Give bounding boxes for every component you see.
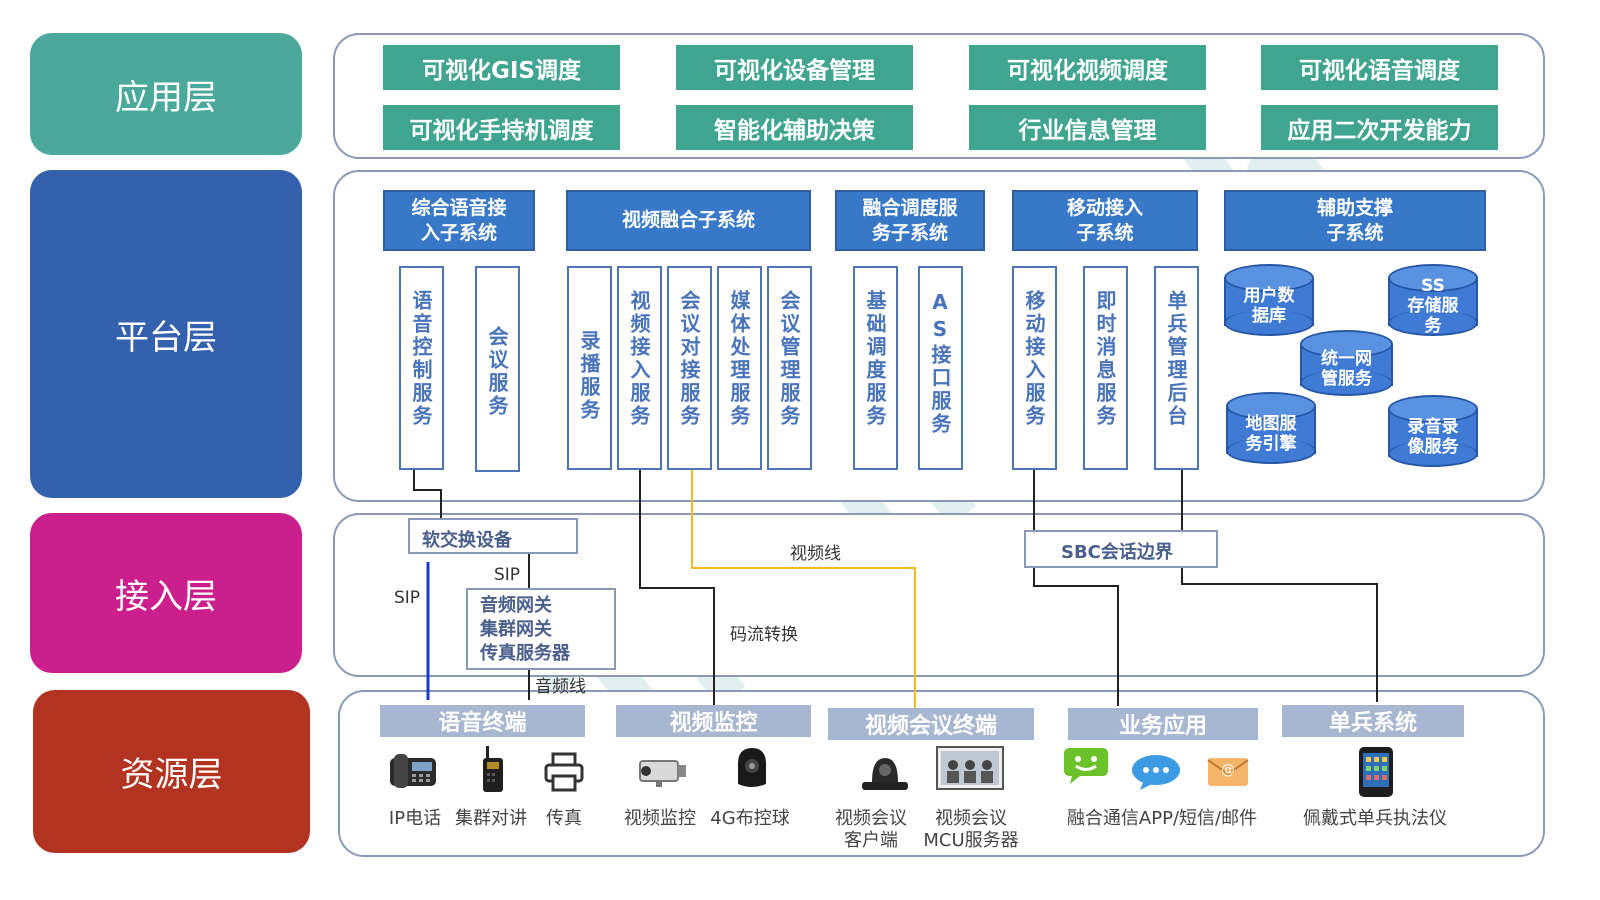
service-box: 媒体处理服务 xyxy=(717,266,762,470)
service-box: AS接口服务 xyxy=(918,266,963,470)
service-box: 会议管理服务 xyxy=(767,266,812,470)
softswitch-box: 软交换设备 xyxy=(408,518,578,554)
subsystem-video: 视频融合子系统 xyxy=(566,190,811,251)
app-module: 可视化设备管理 xyxy=(676,45,913,90)
ip-phone-icon xyxy=(390,754,436,788)
gateway-line: 音频网关 xyxy=(480,595,552,616)
video-line xyxy=(691,470,916,708)
layer-platform: 平台层 xyxy=(30,170,302,498)
sbc-to-individual-line xyxy=(1181,568,1378,702)
service-box: 视频接入服务 xyxy=(617,266,662,470)
service-box: 即时消息服务 xyxy=(1083,266,1128,470)
sip-label: SIP xyxy=(394,588,421,608)
chat-app-icon xyxy=(1064,748,1108,784)
service-box: 单兵管理后台 xyxy=(1154,266,1199,470)
svg-text:@: @ xyxy=(1221,762,1235,778)
stream-conversion-line xyxy=(639,470,715,706)
database-cylinder: SS 存储服 务 xyxy=(1388,264,1478,336)
device-label: 融合通信APP/短信/邮件 xyxy=(1066,808,1258,829)
gateway-line: 传真服务器 xyxy=(480,643,570,664)
resource-category: 单兵系统 xyxy=(1282,705,1464,737)
voice-to-softswitch-line xyxy=(413,470,442,518)
layer-app: 应用层 xyxy=(30,33,302,155)
resource-category: 语音终端 xyxy=(380,705,585,737)
app-module: 可视化GIS调度 xyxy=(383,45,620,90)
mcu-screen-icon xyxy=(936,746,1004,790)
database-cylinder: 录音录 像服务 xyxy=(1388,395,1478,467)
device-label: 传真 xyxy=(546,808,582,829)
conference-camera-icon xyxy=(862,758,908,790)
app-module: 行业信息管理 xyxy=(969,105,1206,150)
gateway-line: 集群网关 xyxy=(480,619,552,640)
radio-icon xyxy=(483,746,503,792)
subsystem-mobile: 移动接入 子系统 xyxy=(1012,190,1198,251)
device-label: IP电话 xyxy=(388,808,442,829)
layer-access: 接入层 xyxy=(30,513,302,673)
layer-resource: 资源层 xyxy=(33,690,310,853)
resource-category: 视频会议终端 xyxy=(828,708,1034,740)
email-icon: @ xyxy=(1207,758,1249,786)
service-box: 语音控制服务 xyxy=(399,266,444,470)
subsystem-voice: 综合语音接 入子系统 xyxy=(383,190,535,251)
app-module: 应用二次开发能力 xyxy=(1261,105,1498,150)
database-cylinder: 用户数 据库 xyxy=(1224,264,1314,336)
sbc-to-business-line xyxy=(1033,568,1119,706)
resource-category: 视频监控 xyxy=(616,705,811,737)
ptz-dome-camera-icon xyxy=(738,748,766,787)
layer-resource-label: 资源层 xyxy=(120,755,223,795)
device-label: 视频会议 客户端 xyxy=(835,808,907,851)
database-cylinder: 地图服 务引擎 xyxy=(1226,392,1316,464)
subsystem-support: 辅助支撑 子系统 xyxy=(1224,190,1486,251)
service-box: 会议服务 xyxy=(475,266,520,472)
surveillance-camera-icon xyxy=(639,760,686,787)
service-box: 录播服务 xyxy=(567,266,612,470)
gateway-box: 音频网关 集群网关 传真服务器 xyxy=(466,588,616,670)
layer-platform-label: 平台层 xyxy=(115,317,217,358)
device-label: 佩戴式单兵执法仪 xyxy=(1303,808,1447,829)
sip-label: SIP xyxy=(494,565,521,585)
video-line-label: 视频线 xyxy=(790,544,841,564)
layer-access-label: 接入层 xyxy=(115,576,217,617)
service-box: 移动接入服务 xyxy=(1012,266,1057,470)
subsystem-dispatch: 融合调度服 务子系统 xyxy=(835,190,985,251)
app-module: 可视化语音调度 xyxy=(1261,45,1498,90)
layer-app-label: 应用层 xyxy=(115,77,217,118)
audio-line-label: 音频线 xyxy=(535,677,586,697)
service-box: 基础调度服务 xyxy=(853,266,898,470)
device-label: 4G布控球 xyxy=(710,808,790,829)
device-label: 视频会议 MCU服务器 xyxy=(923,808,1019,851)
fax-printer-icon xyxy=(544,752,584,792)
database-cylinder: 统一网 管服务 xyxy=(1300,330,1393,396)
app-module: 智能化辅助决策 xyxy=(676,105,913,150)
device-label: 视频监控 xyxy=(624,808,696,829)
resource-category: 业务应用 xyxy=(1068,708,1258,740)
app-module: 可视化视频调度 xyxy=(969,45,1206,90)
stream-conversion-label: 码流转换 xyxy=(730,625,798,645)
device-label: 集群对讲 xyxy=(455,808,527,829)
sbc-box: SBC会话边界 xyxy=(1024,530,1218,568)
body-camera-icon xyxy=(1359,747,1393,797)
app-module: 可视化手持机调度 xyxy=(383,105,620,150)
service-box: 会议对接服务 xyxy=(667,266,712,470)
sms-bubble-icon xyxy=(1132,755,1180,790)
